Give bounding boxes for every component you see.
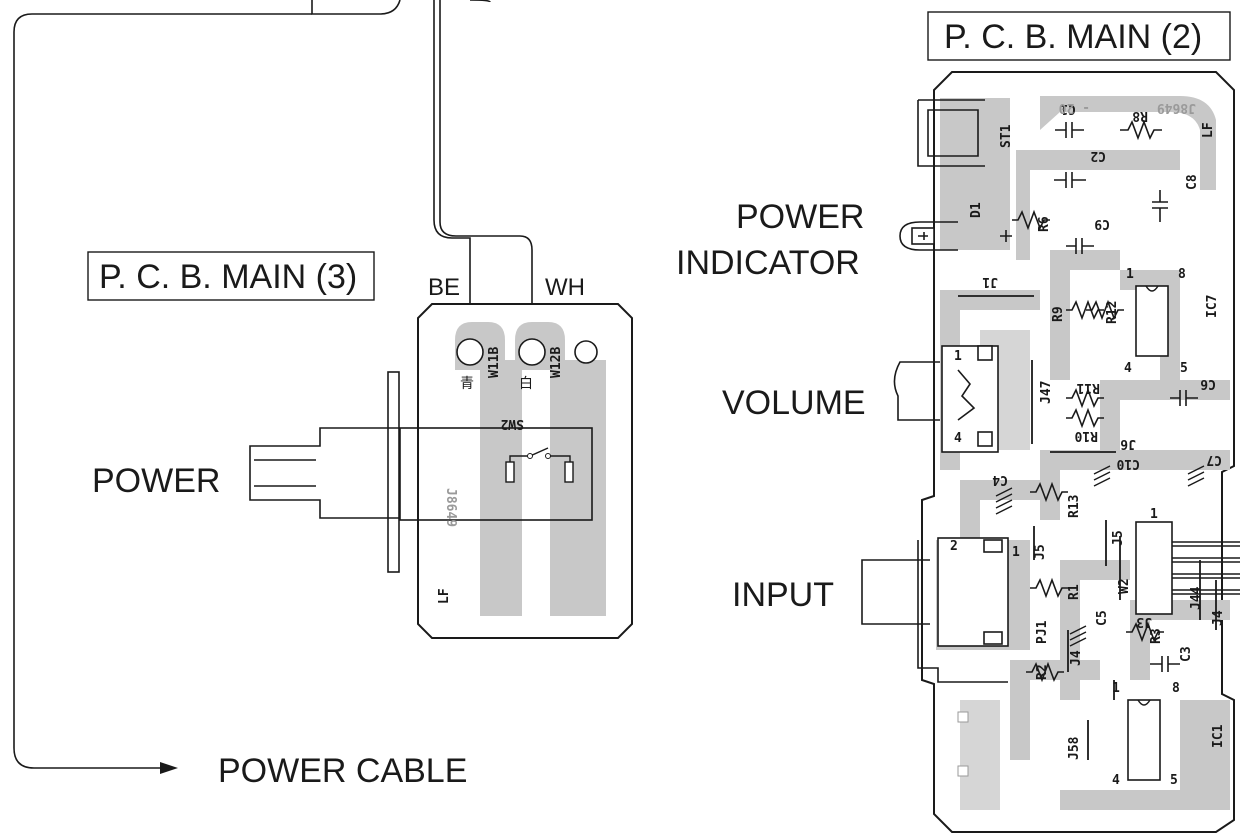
pcb2-w2: W2 [1117,578,1132,594]
pcb2-jack-pin2: 2 [950,539,958,554]
pcb2-r2: R2 [1035,664,1050,680]
pcb3-sw2: SW2 [501,416,524,431]
power-switch-label: POWER [92,462,220,500]
pcb2-ic1-pin5: 5 [1170,773,1178,788]
power-switch-actuator [249,371,400,573]
input-label: INPUT [732,576,834,614]
pcb2-j58: J58 [1067,736,1082,760]
pcb2-pj1: PJ1 [1035,620,1050,644]
pcb2-j6: J6 [1120,436,1136,451]
pcb2-r3: R3 [1149,628,1164,644]
pcb2-j4a: J4 [1211,610,1226,626]
pcb2-j44: J44 [1189,586,1204,610]
power-indicator-label-line2: INDICATOR [676,244,860,282]
pcb2-ic1: IC1 [1211,724,1226,748]
pcb2-lf: LF [1201,122,1216,138]
pcb2-j5a: J5 [1033,544,1048,560]
pcb2-ic1-pin8: 8 [1172,681,1180,696]
pcb2-code: J8649 [1157,100,1196,115]
pcb2-dash: - 20 [1059,100,1090,115]
pcb-main-2-title: P. C. B. MAIN (2) [944,18,1202,56]
pcb2-d1: D1 [969,202,984,218]
pcb3-lf: LF [437,588,452,604]
pcb2-r6: R6 [1037,216,1052,232]
pcb2-c8: C8 [1185,174,1200,190]
volume-label: VOLUME [722,384,866,422]
pcb2-ic1-pin1: 1 [1112,681,1120,696]
pcb3-w12b: W12B [549,347,564,378]
pcb3-w11b: W11B [487,347,502,378]
pcb2-j5b: J5 [1111,530,1126,546]
pcb2-ic7-pin4: 4 [1124,361,1132,376]
pcb2-c2: C2 [1090,148,1106,163]
wire-be-label: BE [428,274,460,301]
pcb2-c5: C5 [1095,610,1110,626]
pcb3-code: J8649 [443,488,458,527]
pcb2-j1: J1 [982,274,998,289]
power-cable-arrow-icon [160,762,178,774]
pcb2-r8: R8 [1132,108,1148,123]
pcb2-r12: R12 [1105,301,1120,324]
pcb2-j3: J3 [1136,614,1152,629]
pcb-main-2-board [861,71,1240,833]
pcb2-j4b: J4 [1069,650,1084,666]
power-cable-wire [13,0,533,769]
pcb2-c9-top: C9 [1094,216,1110,231]
pcb2-vr-pin1: 1 [954,349,962,364]
pcb2-c1: C1 [1060,101,1076,116]
pcb2-c3: C3 [1179,646,1194,662]
power-indicator-label-line1: POWER [736,198,864,236]
pcb2-j47: J47 [1039,381,1054,404]
pcb2-r13: R13 [1067,495,1082,518]
pcb2-ic7-pin5: 5 [1180,361,1188,376]
pcb2-ic7: IC7 [1205,295,1220,318]
pcb2-ic7-pin1: 1 [1126,267,1134,282]
pcb3-mark-white: 白 [519,375,533,391]
pcb2-vr-pin4: 4 [954,431,962,446]
pcb-main-3-board [399,303,633,639]
pcb2-ic7-pin8: 8 [1178,267,1186,282]
pcb2-r9: R9 [1051,306,1066,322]
pcb2-c6: C6 [1200,376,1216,391]
pcb2-jack-pin1: 1 [1012,545,1020,560]
pcb2-conn-pin1: 1 [1150,507,1158,522]
pcb2-c10: C10 [1116,456,1140,471]
pcb2-ic1-pin4: 4 [1112,773,1120,788]
pcb2-r10: R10 [1074,428,1098,443]
pcb2-r1: R1 [1067,584,1082,600]
pcb3-mark-blue: 青 [460,375,474,391]
wire-wh-label: WH [545,274,585,301]
pcb2-r11: R11 [1076,380,1100,395]
pcb2-c7: C7 [1206,452,1222,467]
pcb-main-3-title: P. C. B. MAIN (3) [99,258,357,296]
pcb2-c4: C4 [992,472,1008,487]
pcb2-st1: ST1 [999,124,1014,148]
power-cable-label: POWER CABLE [218,752,467,790]
pcb-main-2-title-box [927,11,1231,61]
pcb-main-3-title-box [87,251,375,301]
